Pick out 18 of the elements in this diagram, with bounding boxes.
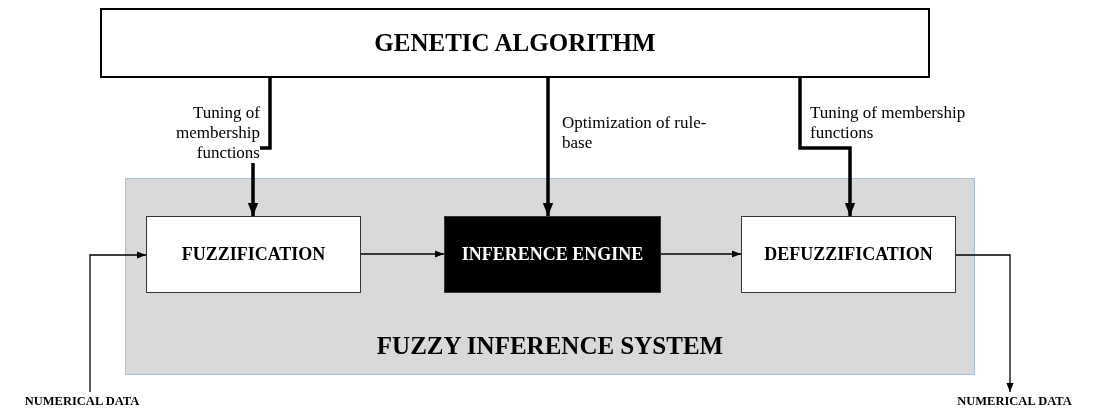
data-label: NUMERICAL DATA [24,393,140,409]
arrow [360,250,445,258]
arrow [89,251,147,393]
arrow [542,78,554,216]
data-label: NUMERICAL DATA [957,393,1072,409]
process-box [444,216,661,293]
box-label: FUZZIFICATION [181,244,326,265]
arrow [798,78,856,216]
panel-title: FUZZY INFERENCE SYSTEM [376,332,724,360]
arrow [660,250,742,258]
box-title: GENETIC ALGORITHM [374,29,656,57]
box-label: DEFUZZIFICATION [764,244,933,265]
arrow [955,254,1014,393]
process-box [741,216,956,293]
process-box [100,8,930,78]
box-label: INFERENCE ENGINE [461,244,644,265]
process-box [146,216,361,293]
system-panel [125,178,975,375]
